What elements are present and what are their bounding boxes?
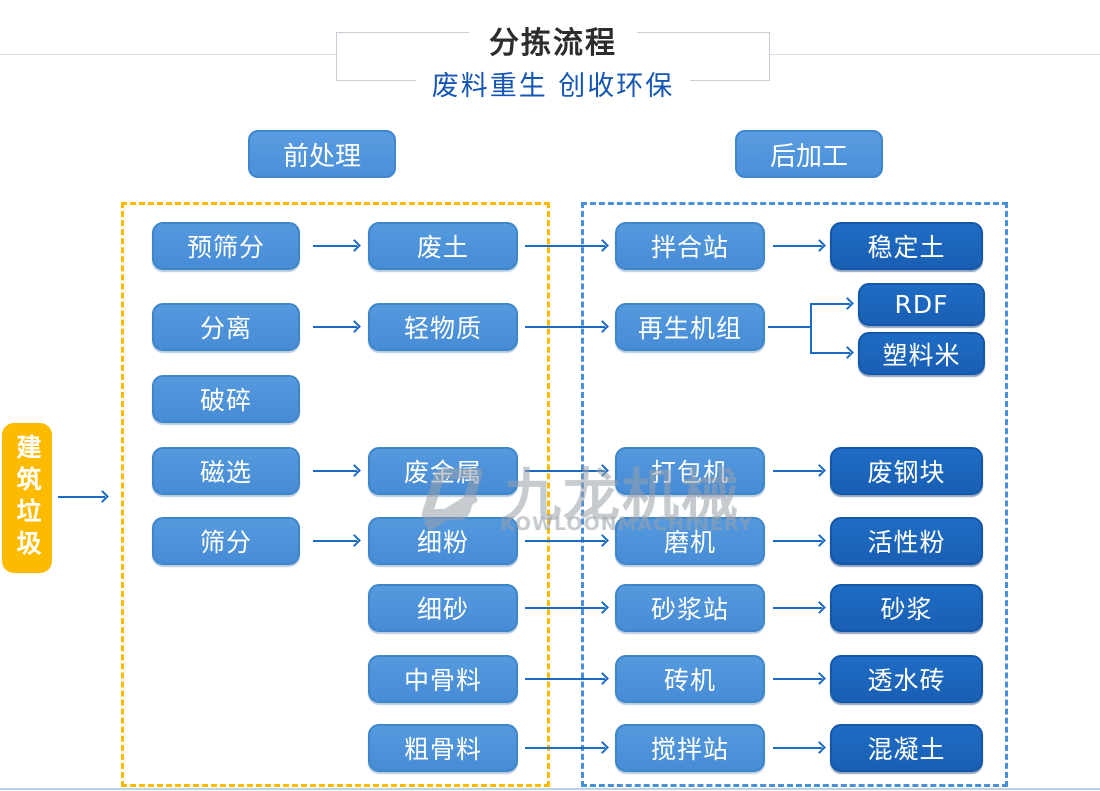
arrow-mediumaggregate-to-brickmachine: [525, 678, 605, 680]
node-medium-aggregate: 中骨料: [368, 655, 518, 703]
arrow-coarseaggregate-to-stirringstation: [525, 747, 605, 749]
node-baler: 打包机: [615, 447, 765, 495]
node-mixing-station: 拌合站: [615, 222, 765, 270]
arrow-separation-to-lightmaterial: [313, 326, 357, 328]
node-mortar-station: 砂浆站: [615, 584, 765, 632]
node-permeable-brick: 透水砖: [830, 655, 983, 703]
node-concrete: 混凝土: [830, 724, 983, 772]
arrow-mixingstation-to-stabilizedsoil: [773, 245, 822, 247]
bottom-border-line: [0, 788, 1100, 790]
node-fine-powder: 细粉: [368, 517, 518, 565]
node-scrap-steel-block: 废钢块: [830, 447, 983, 495]
node-separation: 分离: [152, 303, 300, 351]
page-subtitle: 废料重生 创收环保: [0, 64, 1100, 103]
arrow-regenerationunit-to-rdf: [810, 303, 850, 305]
arrow-wastesoil-to-mixingstation: [525, 245, 605, 247]
zone-pre-processing: [121, 202, 550, 787]
node-stirring-station: 搅拌站: [615, 724, 765, 772]
page-title: 分拣流程: [0, 18, 1100, 62]
node-stabilized-soil: 稳定土: [830, 222, 983, 270]
page-title-text: 分拣流程: [469, 18, 637, 62]
node-screening: 筛分: [152, 517, 300, 565]
branch-vertical-line: [810, 303, 812, 354]
branch-line-regenerationunit: [768, 326, 810, 328]
arrow-scrapmetal-to-baler: [525, 470, 605, 472]
arrow-brickmachine-to-permeablebrick: [773, 678, 822, 680]
arrow-baler-to-scrapsteel: [773, 470, 822, 472]
node-brick-machine: 砖机: [615, 655, 765, 703]
arrow-source-to-pre: [58, 496, 105, 498]
node-pre-screening: 预筛分: [152, 222, 300, 270]
arrow-stirringstation-to-concrete: [773, 747, 822, 749]
node-mortar: 砂浆: [830, 584, 983, 632]
arrow-prescreening-to-wastesoil: [313, 245, 357, 247]
zone-post-processing: [581, 202, 1008, 787]
node-construction-waste: 建筑垃圾: [2, 423, 52, 573]
node-crushing: 破碎: [152, 375, 300, 423]
arrow-screening-to-finepowder: [313, 540, 357, 542]
arrow-regenerationunit-to-plasticpellets: [810, 352, 850, 354]
node-mill: 磨机: [615, 517, 765, 565]
arrow-finesand-to-mortarstation: [525, 607, 605, 609]
section-post-processing: 后加工: [735, 130, 883, 178]
arrow-lightmaterial-to-regenerationunit: [525, 326, 605, 328]
arrow-mill-to-activepowder: [773, 540, 822, 542]
section-pre-processing: 前处理: [248, 130, 396, 178]
node-rdf: RDF: [858, 283, 985, 326]
node-regeneration-unit: 再生机组: [615, 303, 765, 351]
node-plastic-pellets: 塑料米: [858, 332, 985, 375]
node-waste-soil: 废土: [368, 222, 518, 270]
arrow-magnetic-to-scrapmetal: [313, 470, 357, 472]
node-magnetic-separation: 磁选: [152, 447, 300, 495]
node-fine-sand: 细砂: [368, 584, 518, 632]
page-subtitle-text: 废料重生 创收环保: [415, 64, 691, 103]
node-light-material: 轻物质: [368, 303, 518, 351]
arrow-mortarstation-to-mortar: [773, 607, 822, 609]
node-scrap-metal: 废金属: [368, 447, 518, 495]
arrow-finepowder-to-mill: [525, 540, 605, 542]
node-coarse-aggregate: 粗骨料: [368, 724, 518, 772]
node-active-powder: 活性粉: [830, 517, 983, 565]
